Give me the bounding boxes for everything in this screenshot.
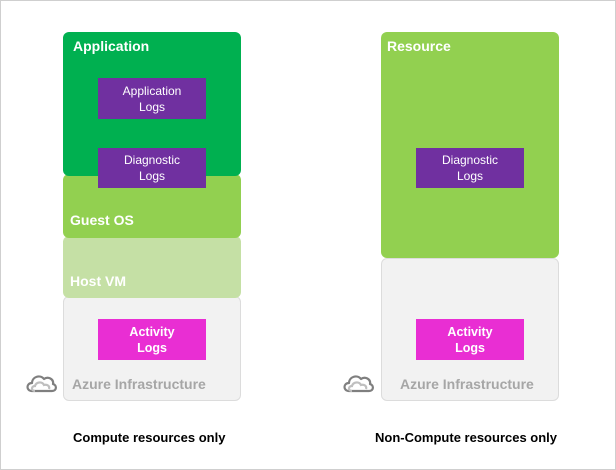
diagnostic-logs-label: Diagnostic Logs [123, 153, 181, 183]
activity-logs-label: Activity Logs [129, 324, 175, 355]
cloud-icon [343, 375, 374, 393]
activity-logs-box: Activity Logs [416, 319, 524, 360]
cloud-icon [26, 375, 57, 393]
diagnostic-logs-box: Diagnostic Logs [98, 148, 206, 188]
activity-logs-label: Activity Logs [447, 324, 493, 355]
resource-label: Resource [387, 38, 451, 54]
azure-infrastructure-label: Azure Infrastructure [72, 376, 206, 392]
guest-os-label: Guest OS [70, 212, 134, 228]
host-vm-layer [63, 236, 241, 298]
diagnostic-logs-box: Diagnostic Logs [416, 148, 524, 188]
azure-infrastructure-label: Azure Infrastructure [400, 376, 534, 392]
host-vm-label: Host VM [70, 273, 126, 289]
activity-logs-box: Activity Logs [98, 319, 206, 360]
compute-caption: Compute resources only [73, 430, 226, 445]
resource-layer [381, 32, 559, 258]
application-label: Application [73, 38, 150, 54]
noncompute-caption: Non-Compute resources only [375, 430, 558, 445]
diagnostic-logs-label: Diagnostic Logs [441, 153, 499, 183]
application-logs-box: Application Logs [98, 78, 206, 119]
application-logs-label: Application Logs [122, 83, 182, 114]
